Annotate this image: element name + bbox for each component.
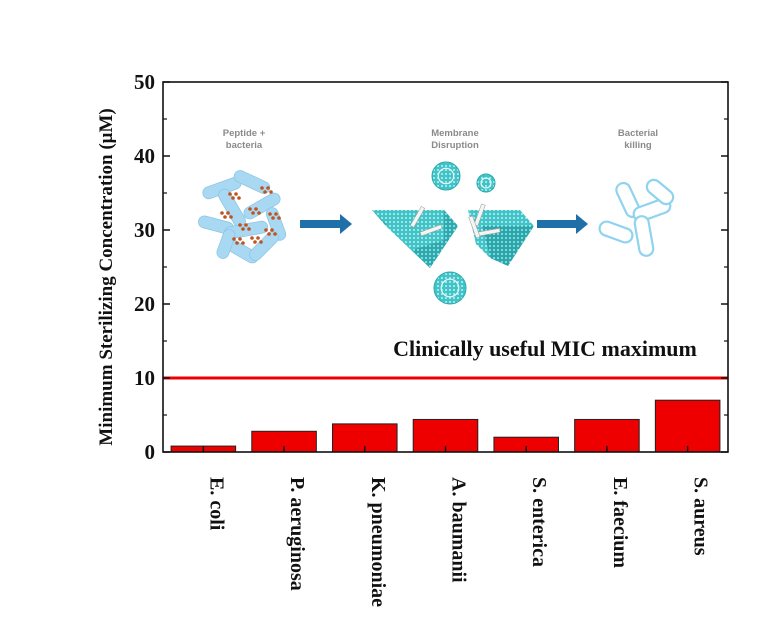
x-tick-label: E. coli (205, 477, 227, 531)
y-tick-label: 30 (134, 218, 155, 242)
inset-caption-line2: bacteria (226, 140, 263, 151)
bacteria-cluster-icon (198, 170, 287, 264)
y-tick-label: 40 (134, 144, 155, 168)
x-tick-label: K. pneumoniae (367, 477, 389, 607)
x-tick-label: S. enterica (528, 477, 550, 567)
x-tick-label: A. baumanii (448, 477, 470, 583)
inset-caption-line1: Membrane (431, 128, 479, 139)
inset-caption-line1: Bacterial (618, 128, 658, 139)
y-axis: 0 10 20 30 40 50 (134, 70, 728, 464)
x-axis: E. coli P. aeruginosa K. pneumoniae A. baum… (202, 446, 712, 607)
x-tick-label: E. faecium (609, 477, 631, 568)
threshold-label: Clinically useful MIC maximum (393, 336, 697, 361)
arrow-right-icon (300, 214, 352, 234)
y-axis-title: Minimum Sterilizing Concentration (μM) (96, 108, 117, 445)
arrow-right-icon (537, 214, 588, 234)
x-tick-label: S. aureus (690, 477, 712, 556)
y-tick-label: 0 (145, 440, 156, 464)
y-tick-label: 10 (134, 366, 155, 390)
killed-bacteria-icon (598, 178, 675, 257)
bars-group (170, 399, 721, 453)
x-tick-label: P. aeruginosa (286, 477, 308, 591)
inset-caption-line2: Disruption (431, 140, 479, 151)
membrane-disruption-icon (372, 161, 534, 305)
bar-s-aureus (654, 399, 721, 453)
inset-caption-line1: Peptide + (223, 128, 266, 139)
inset-caption-line2: killing (624, 140, 652, 151)
y-tick-label: 50 (134, 70, 155, 94)
y-tick-label: 20 (134, 292, 155, 316)
